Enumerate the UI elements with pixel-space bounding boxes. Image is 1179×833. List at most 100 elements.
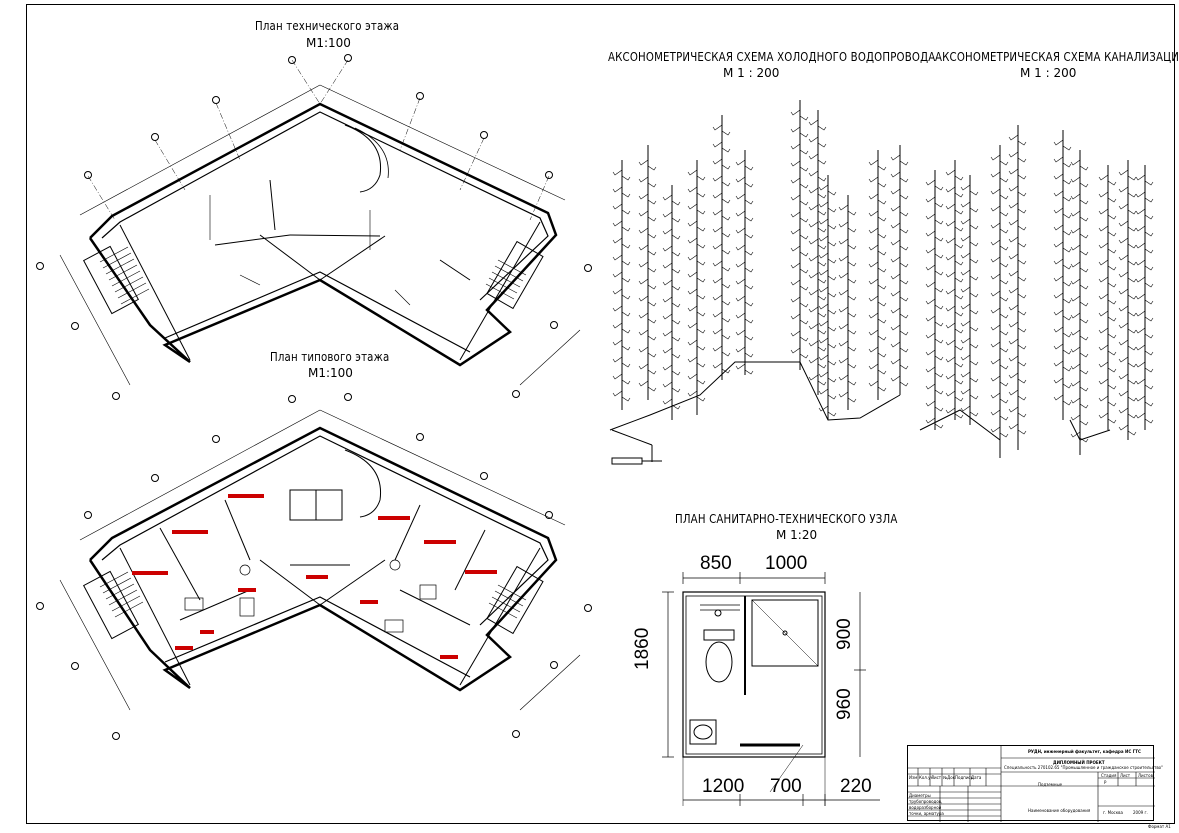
branch-mark xyxy=(662,364,673,371)
branch-mark xyxy=(817,312,827,318)
branch-mark xyxy=(721,317,731,323)
branch-mark xyxy=(808,119,819,126)
branch-mark xyxy=(612,186,623,193)
branch-mark xyxy=(890,154,901,161)
branch-mark xyxy=(621,345,631,351)
tb-note-0: Диаметры xyxy=(909,793,931,798)
branch-mark xyxy=(671,234,681,240)
branch-mark xyxy=(877,165,887,171)
branch-mark xyxy=(818,405,829,412)
branch-mark xyxy=(1008,304,1019,311)
branch-mark xyxy=(954,294,964,300)
branch-mark xyxy=(838,255,849,262)
branch-mark xyxy=(954,243,964,249)
branch-mark xyxy=(960,354,971,361)
branch-mark xyxy=(790,279,801,286)
branch-mark xyxy=(721,198,731,204)
branch-mark xyxy=(1070,227,1081,234)
branch-mark xyxy=(1127,345,1137,351)
branch-mark xyxy=(1017,293,1027,299)
branch-mark xyxy=(1053,241,1064,248)
branch-mark xyxy=(954,277,964,283)
branch-mark xyxy=(899,381,909,387)
branch-mark xyxy=(662,279,673,286)
branch-mark xyxy=(696,311,706,317)
branch-mark xyxy=(945,288,956,295)
branch-mark xyxy=(671,251,681,257)
branch-mark xyxy=(899,330,909,336)
branch-mark xyxy=(712,311,723,318)
tb-col-4: Подпись xyxy=(955,775,973,780)
branch-mark xyxy=(934,185,944,191)
branch-mark xyxy=(818,337,829,344)
branch-mark xyxy=(999,194,1009,200)
branch-mark xyxy=(799,149,809,155)
branch-mark xyxy=(960,252,971,259)
branch-mark xyxy=(925,281,936,288)
branch-mark xyxy=(817,193,827,199)
branch-mark xyxy=(1053,360,1064,367)
branch-mark xyxy=(925,196,936,203)
branch-mark xyxy=(934,372,944,378)
branch-mark xyxy=(945,203,956,210)
branch-mark xyxy=(1118,424,1129,431)
branch-mark xyxy=(969,377,979,383)
branch-mark xyxy=(954,362,964,368)
branch-mark xyxy=(1079,216,1089,222)
branch-mark xyxy=(827,190,837,196)
branch-mark xyxy=(1017,157,1027,163)
branch-mark xyxy=(838,204,849,211)
branch-mark xyxy=(827,258,837,264)
branch-mark xyxy=(1053,326,1064,333)
title-block: РУДН, инженерный факультет, кафедра ИС Г… xyxy=(907,745,1163,822)
branch-mark xyxy=(721,249,731,255)
branch-mark xyxy=(790,245,801,252)
branch-mark xyxy=(1070,329,1081,336)
branch-mark xyxy=(925,400,936,407)
branch-mark xyxy=(945,322,956,329)
branch-mark xyxy=(1062,400,1072,406)
branch-mark xyxy=(687,254,698,261)
branch-mark xyxy=(621,260,631,266)
branch-mark xyxy=(960,388,971,395)
branch-mark xyxy=(647,352,657,358)
branch-mark xyxy=(1098,259,1109,266)
branch-mark xyxy=(1127,243,1137,249)
branch-mark xyxy=(1098,378,1109,385)
branch-mark xyxy=(1062,383,1072,389)
branch-mark xyxy=(735,278,746,285)
branch-mark xyxy=(1107,384,1117,390)
branch-mark xyxy=(1008,151,1019,158)
branch-mark xyxy=(999,245,1009,251)
branch-mark xyxy=(1008,185,1019,192)
branch-mark xyxy=(1070,397,1081,404)
branch-mark xyxy=(945,390,956,397)
branch-mark xyxy=(721,215,731,221)
branch-mark xyxy=(808,204,819,211)
branch-mark xyxy=(1144,231,1154,237)
branch-mark xyxy=(1008,134,1019,141)
branch-mark xyxy=(960,235,971,242)
tb-drawing: Наименование оборудования xyxy=(1028,808,1091,813)
branch-mark xyxy=(647,369,657,375)
branch-mark xyxy=(945,169,956,176)
branch-mark xyxy=(818,269,829,276)
branch-mark xyxy=(818,252,829,259)
branch-mark xyxy=(1062,162,1072,168)
branch-mark xyxy=(696,362,706,368)
branch-mark xyxy=(808,255,819,262)
branch-mark xyxy=(662,398,673,405)
branch-mark xyxy=(662,245,673,252)
branch-mark xyxy=(925,349,936,356)
branch-mark xyxy=(1062,145,1072,151)
branch-mark xyxy=(877,352,887,358)
branch-mark xyxy=(621,311,631,317)
branch-mark xyxy=(671,336,681,342)
branch-mark xyxy=(721,283,731,289)
branch-mark xyxy=(818,235,829,242)
branch-mark xyxy=(1062,264,1072,270)
branch-mark xyxy=(1017,412,1027,418)
branch-mark xyxy=(1118,288,1129,295)
branch-mark xyxy=(799,234,809,240)
branch-mark xyxy=(712,243,723,250)
